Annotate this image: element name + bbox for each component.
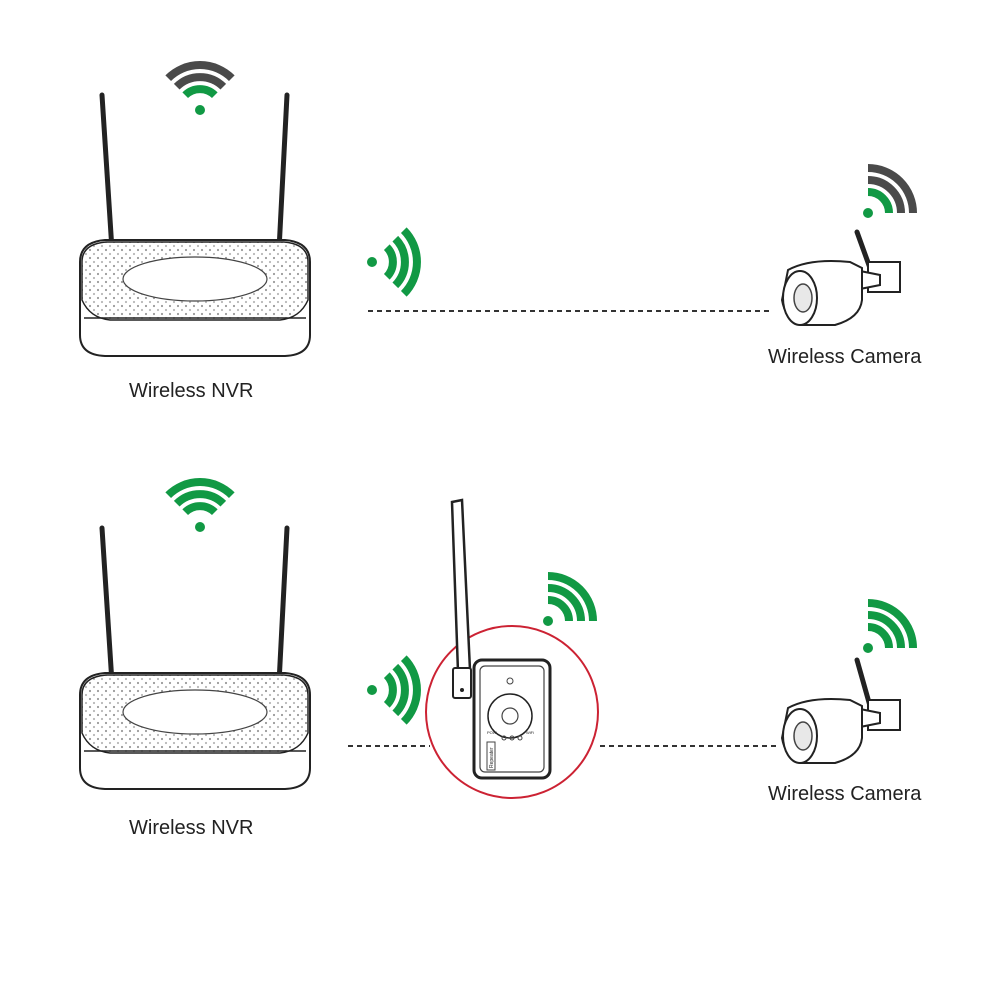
wireless-camera-bottom <box>780 657 901 764</box>
signal-bar <box>392 663 409 717</box>
signal-bar <box>867 611 905 649</box>
signal-bar <box>182 502 218 516</box>
signal-dot <box>367 257 377 267</box>
signal-bar <box>165 61 235 82</box>
wifi-signal-icon-link-top <box>367 227 421 297</box>
signal-bar <box>867 176 905 214</box>
signal-dot <box>863 208 873 218</box>
wifi-signal-icon-camera-top <box>863 164 917 218</box>
repeater-highlight-ring <box>425 625 599 799</box>
signal-dot <box>195 522 205 532</box>
signal-bar <box>400 227 421 297</box>
wireless-camera-top <box>780 229 901 326</box>
signal-bar <box>173 490 227 507</box>
wifi-signal-icon-nvr-bottom <box>165 478 235 532</box>
signal-bar <box>547 572 597 622</box>
signal-bar <box>165 478 235 499</box>
signal-bar <box>400 655 421 725</box>
signal-bar <box>182 85 218 99</box>
signal-dot <box>195 105 205 115</box>
signal-bar <box>867 623 893 649</box>
wifi-repeater: Repeater POW WiFi <box>450 498 552 780</box>
label-nvr-top: Wireless NVR <box>129 380 254 402</box>
repeater-wifi-label: WiFi <box>526 730 534 735</box>
signal-bar <box>392 235 409 289</box>
wifi-signal-icon-repeater <box>543 572 597 626</box>
label-camera-top: Wireless Camera <box>768 346 922 368</box>
signal-bar <box>547 596 573 622</box>
signal-dot <box>367 685 377 695</box>
wifi-signal-icon-camera-bottom <box>863 599 917 653</box>
nvr-router-bottom <box>79 525 311 790</box>
repeater-side-label: Repeater <box>489 747 495 768</box>
signal-bar <box>173 73 227 90</box>
label-camera-bottom: Wireless Camera <box>768 783 922 805</box>
signal-bar <box>867 599 917 649</box>
wifi-signal-icon-nvr-top <box>165 61 235 115</box>
signal-bar <box>383 672 397 708</box>
signal-bar <box>547 584 585 622</box>
signal-bar <box>867 188 893 214</box>
nvr-router-top <box>79 92 311 357</box>
label-nvr-bottom: Wireless NVR <box>129 817 254 839</box>
signal-bar <box>867 164 917 214</box>
signal-dot <box>863 643 873 653</box>
wifi-signal-icon-link-bottom <box>367 655 421 725</box>
repeater-pow-label: POW <box>487 730 497 735</box>
signal-bar <box>383 244 397 280</box>
signal-dot <box>543 616 553 626</box>
